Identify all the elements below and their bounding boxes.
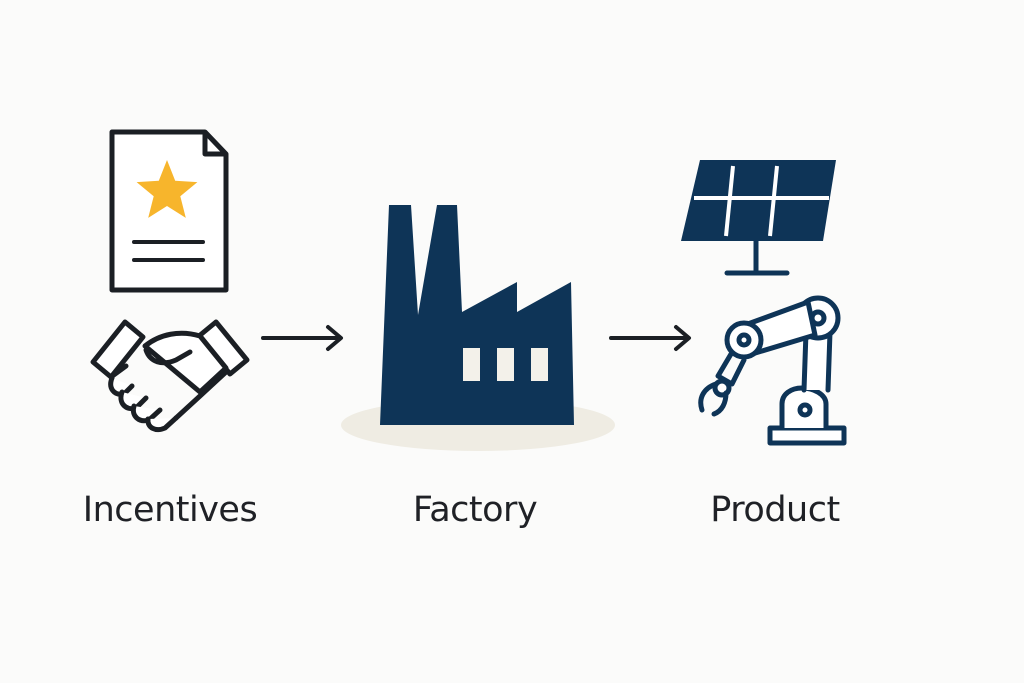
handshake-icon — [90, 319, 250, 433]
factory-icon — [341, 205, 615, 451]
factory-window — [463, 348, 480, 381]
arrow-right-icon — [261, 325, 343, 351]
stage-label-incentives: Incentives — [82, 490, 258, 530]
stage-label-product: Product — [710, 490, 840, 530]
star-icon — [136, 160, 198, 218]
document-star-icon — [109, 129, 229, 293]
stage-label-factory: Factory — [412, 490, 538, 530]
factory-window — [531, 348, 548, 381]
arrow-right-icon — [609, 325, 691, 351]
solar-panel-icon — [681, 160, 836, 276]
factory-window — [497, 348, 514, 381]
robotic-arm-icon — [698, 295, 847, 446]
